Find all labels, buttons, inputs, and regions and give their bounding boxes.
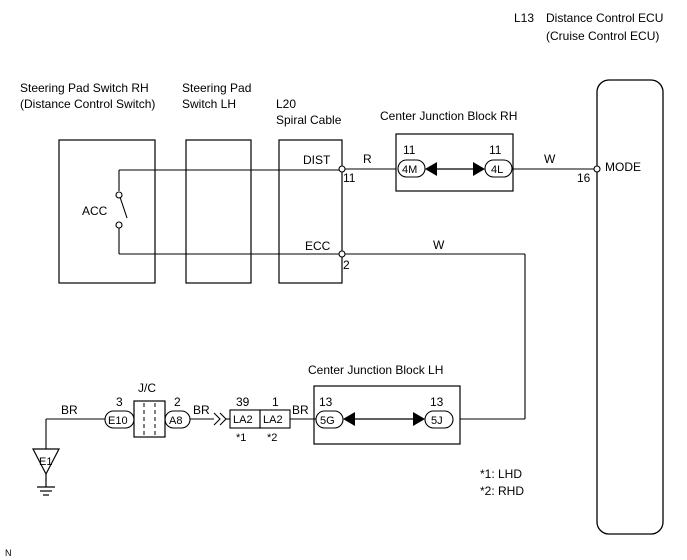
ecu-code: L13: [514, 11, 534, 25]
dist-pin: 11: [343, 171, 356, 185]
spiral-name: Spiral Cable: [276, 113, 342, 127]
note-lhd: *1: LHD: [480, 467, 522, 481]
wire-ecc-cjb-lh: [345, 253, 526, 420]
ecc-terminal: ECC: [305, 239, 331, 253]
connector-la2-rhd: [259, 409, 291, 429]
switch-lh-title: Steering Pad: [182, 81, 251, 95]
connector-a8: [164, 410, 191, 429]
arrow-left-icon: [425, 162, 437, 176]
arrow-right-icon: [473, 162, 485, 176]
ecu-body: [596, 79, 664, 535]
cjb-rh-right-pin: 11: [489, 143, 502, 157]
cjb-lh-body: [313, 385, 461, 445]
la2-note-1: *1: [236, 432, 246, 444]
dist-terminal: DIST: [303, 153, 331, 167]
cjb-lh-right-pin: 13: [430, 395, 444, 409]
arrow-left-icon: [343, 412, 355, 426]
cjb-rh-left-pin: 11: [403, 143, 416, 157]
wire-color-r: R: [363, 152, 372, 166]
chevron-right-icon: [213, 412, 221, 426]
ecu-subname: (Cruise Control ECU): [546, 29, 659, 43]
connector-5j: [424, 410, 454, 429]
ecc-connector-dot: [338, 250, 346, 258]
corner-mark: N: [5, 548, 12, 558]
la2-note-2: *2: [267, 432, 277, 444]
ecu-pin-16: 16: [577, 171, 591, 185]
ground-e1-triangle: [32, 448, 60, 476]
switch-rh-subtitle: (Distance Control Switch): [20, 97, 155, 111]
cjb-rh-body: [395, 133, 514, 192]
spiral-code: L20: [276, 97, 296, 111]
a8-pin: 2: [174, 395, 181, 409]
acc-label: ACC: [82, 204, 108, 218]
cjb-rh-title: Center Junction Block RH: [380, 109, 517, 123]
wire-color-br-mid: BR: [193, 403, 210, 417]
wire-color-w-mid: W: [433, 238, 445, 252]
la2-pin-1: 1: [272, 395, 279, 409]
ground-icon: [37, 474, 55, 496]
connector-4l-label: 4L: [491, 164, 503, 176]
connector-e10-label: E10: [108, 415, 128, 427]
ecu-name: Distance Control ECU: [546, 11, 663, 25]
connector-la2-lhd-label: LA2: [233, 414, 253, 426]
jc-label: J/C: [138, 381, 156, 395]
ecc-pin: 2: [343, 258, 350, 272]
ecu-mode-terminal: MODE: [605, 160, 641, 174]
connector-4m-label: 4M: [402, 164, 417, 176]
wire-br-ground: [45, 418, 316, 449]
switch-rh-title: Steering Pad Switch RH: [20, 81, 149, 95]
cjb-lh-title: Center Junction Block LH: [308, 363, 443, 377]
spiral-cable-body: [278, 139, 343, 284]
connector-4m: [397, 159, 426, 178]
note-rhd: *2: RHD: [480, 484, 524, 498]
connector-5g-label: 5G: [320, 415, 335, 427]
e10-pin: 3: [116, 395, 123, 409]
connector-5j-label: 5J: [431, 415, 443, 427]
connector-a8-label: A8: [169, 415, 182, 427]
switch-lh-body: [185, 139, 252, 284]
wire-color-br-right: BR: [292, 403, 309, 417]
arrow-right-icon: [413, 412, 425, 426]
connector-4l: [484, 159, 513, 178]
switch-rh-body: [58, 139, 156, 284]
jc-body: [133, 400, 166, 438]
switch-lh-subtitle: Switch LH: [182, 97, 236, 111]
wire-color-w-top: W: [544, 152, 556, 166]
cjb-lh-left-pin: 13: [319, 395, 333, 409]
dist-connector-dot: [338, 165, 346, 173]
wire-color-br-left: BR: [61, 403, 78, 417]
chevron-right-icon: [219, 412, 227, 426]
la2-pin-39: 39: [236, 395, 250, 409]
ground-e1-label: E1: [39, 456, 52, 468]
connector-la2-rhd-label: LA2: [263, 414, 283, 426]
ecu-mode-dot: [593, 165, 601, 173]
acc-switch-wiring: [115, 169, 339, 255]
